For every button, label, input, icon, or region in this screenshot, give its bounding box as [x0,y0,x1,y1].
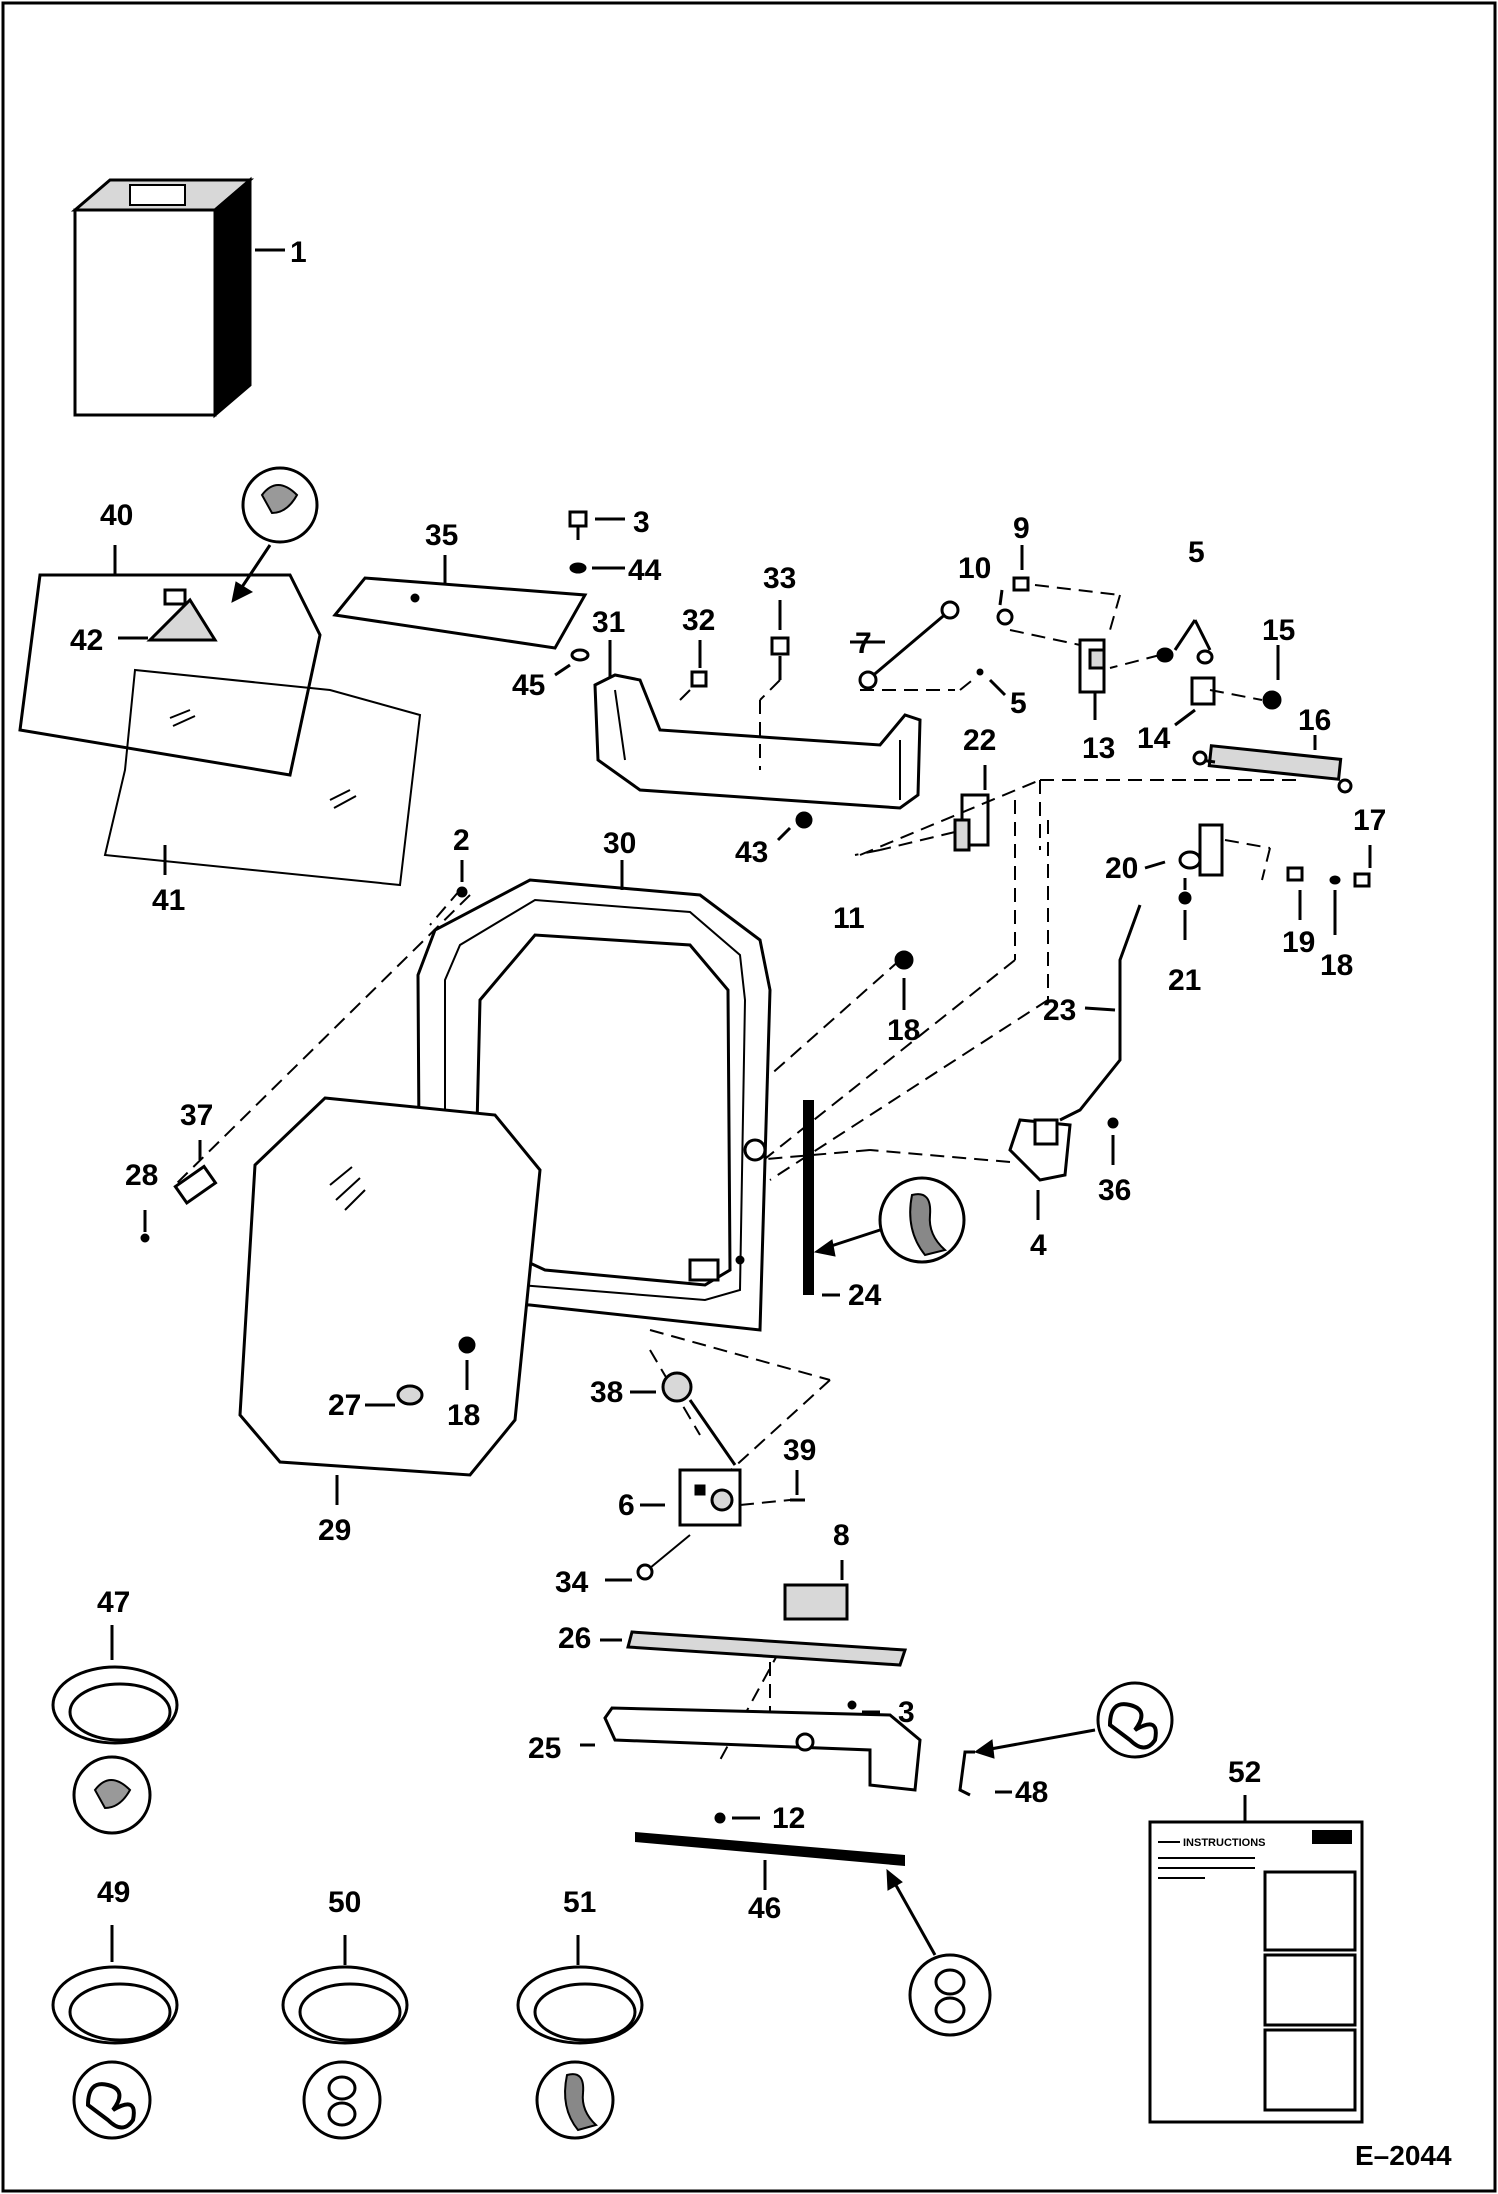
callout-51: 51 [563,1886,596,1919]
callout-52: 52 [1228,1756,1261,1789]
callout-23: 23 [1043,994,1076,1027]
coiled-seals [51,1625,644,2045]
callout-5-top: 5 [1188,536,1205,569]
callout-44: 44 [628,554,662,587]
callout-7: 7 [855,627,872,660]
callout-4: 4 [1030,1229,1047,1262]
kit-symbol-circles [72,466,1174,2140]
callout-10: 10 [958,552,991,585]
callout-16: 16 [1298,704,1331,737]
callout-25: 25 [528,1732,561,1765]
callout-39: 39 [783,1434,816,1467]
callout-30: 30 [603,827,636,860]
callout-48: 48 [1015,1776,1048,1809]
latch-hardware [996,545,1282,727]
vertical-seal-strip [803,1100,840,1297]
callout-43: 43 [735,836,768,869]
callout-28: 28 [125,1159,158,1192]
kit-box [70,176,285,419]
callout-18-frame: 18 [887,1014,920,1047]
callout-32: 32 [682,604,715,637]
callout-50: 50 [328,1886,361,1919]
callout-6: 6 [618,1489,635,1522]
instructions-decal-title: INSTRUCTIONS [1183,1837,1266,1849]
callout-27: 27 [328,1389,361,1422]
callout-18-right: 18 [1320,949,1353,982]
callout-21: 21 [1168,964,1201,997]
callout-40: 40 [100,499,133,532]
instructions-decal: INSTRUCTIONS [1148,1795,1364,2124]
callout-18-glass: 18 [447,1399,480,1432]
callout-8: 8 [833,1519,850,1552]
bolt-clip-nut [679,600,813,842]
latch-rod [1059,904,1142,1122]
front-window-assembly [18,545,422,887]
frame-hardware [456,860,914,1010]
cover-plate [332,555,588,650]
callout-12: 12 [772,1802,805,1835]
callout-3-top: 3 [633,506,650,539]
door-latch [605,1371,805,1582]
fastener-stack-3-44-45 [554,510,625,677]
callout-2: 2 [453,824,470,857]
callout-36: 36 [1098,1174,1131,1207]
callout-45: 45 [512,669,545,702]
door-glass [238,1096,542,1505]
rod-bracket [639,1117,1119,1220]
callout-29: 29 [318,1514,351,1547]
callout-37: 37 [180,1099,213,1132]
drawing-number: E–2044 [1355,2140,1452,2171]
callout-14: 14 [1137,722,1171,755]
bottom-channel [580,1560,1012,1890]
mounting-bracket [593,640,922,810]
callout-15: 15 [1262,614,1295,647]
callout-20: 20 [1105,852,1138,885]
callout-26: 26 [558,1622,591,1655]
callout-41: 41 [152,884,185,917]
callout-9: 9 [1013,512,1030,545]
callout-17: 17 [1353,804,1386,837]
callout-24: 24 [848,1279,882,1312]
callout-5-mid: 5 [1010,687,1027,720]
callout-13: 13 [1082,732,1115,765]
callout-labels: 1 2 3 3 4 5 5 6 7 8 9 10 11 12 13 14 15 … [70,236,1386,1925]
callout-3-bottom: 3 [898,1696,915,1729]
callout-49: 49 [97,1876,130,1909]
gas-spring [1192,735,1353,794]
callout-31: 31 [592,606,625,639]
callout-22: 22 [963,724,996,757]
callout-1: 1 [290,236,307,269]
callout-47: 47 [97,1586,130,1619]
callout-46: 46 [748,1892,781,1925]
callout-42: 42 [70,624,103,657]
check-strap [850,600,1007,697]
callout-35: 35 [425,519,458,552]
callout-38: 38 [590,1376,623,1409]
callout-11: 11 [833,902,865,935]
callout-19: 19 [1282,926,1315,959]
latch-striker [854,765,1372,940]
hinge [140,1140,218,1243]
callout-34: 34 [555,1566,589,1599]
callout-33: 33 [763,562,796,595]
